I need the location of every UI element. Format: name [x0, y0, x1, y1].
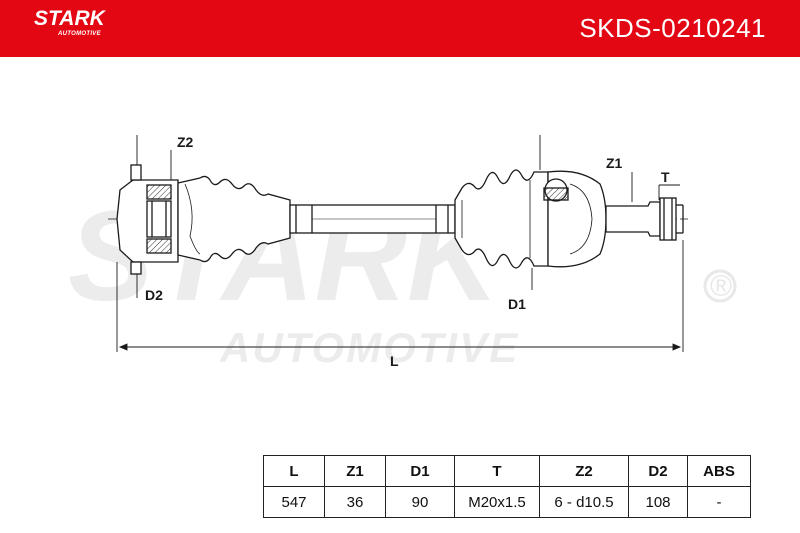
label-z2: Z2: [177, 134, 194, 150]
part-number: SKDS-0210241: [579, 13, 766, 43]
watermark-sub: AUTOMOTIVE: [219, 324, 519, 371]
spec-header-d1: D1: [385, 455, 455, 487]
spec-value-abs: -: [687, 486, 751, 518]
label-d2: D2: [145, 287, 163, 303]
logo-brand-text: STARK: [34, 7, 105, 30]
spec-header-t: T: [454, 455, 540, 487]
watermark-registered-circle: [703, 269, 737, 303]
spec-table-header-row: L Z1 D1 T Z2 D2 ABS: [263, 455, 751, 487]
stark-logo: STARK AUTOMOTIVE: [34, 8, 134, 42]
spec-header-l: L: [263, 455, 325, 487]
spec-value-l: 547: [263, 486, 325, 518]
spec-header-z2: Z2: [539, 455, 629, 487]
spec-value-z1: 36: [324, 486, 386, 518]
watermark-registered-mark: ®: [710, 270, 732, 303]
spec-header-abs: ABS: [687, 455, 751, 487]
label-z1: Z1: [606, 155, 623, 171]
header-bar: STARK AUTOMOTIVE SKDS-0210241: [0, 0, 800, 57]
shaft-outline: [108, 164, 688, 275]
technical-drawing-svg: STARK AUTOMOTIVE ®: [68, 134, 737, 371]
logo-sub-text: AUTOMOTIVE: [58, 31, 101, 37]
spec-table: L Z1 D1 T Z2 D2 ABS 547 36 90 M20x1.5 6 …: [263, 455, 751, 518]
spec-value-t: M20x1.5: [454, 486, 540, 518]
spec-header-z1: Z1: [324, 455, 386, 487]
spec-value-d2: 108: [628, 486, 688, 518]
spec-header-d2: D2: [628, 455, 688, 487]
dimension-lines: [116, 135, 684, 352]
label-l: L: [390, 353, 399, 369]
drive-shaft-drawing: STARK AUTOMOTIVE ®: [0, 57, 800, 397]
label-d1: D1: [508, 296, 526, 312]
spec-table-value-row: 547 36 90 M20x1.5 6 - d10.5 108 -: [263, 486, 751, 518]
spec-value-z2: 6 - d10.5: [539, 486, 629, 518]
spec-value-d1: 90: [385, 486, 455, 518]
label-t: T: [661, 169, 670, 185]
